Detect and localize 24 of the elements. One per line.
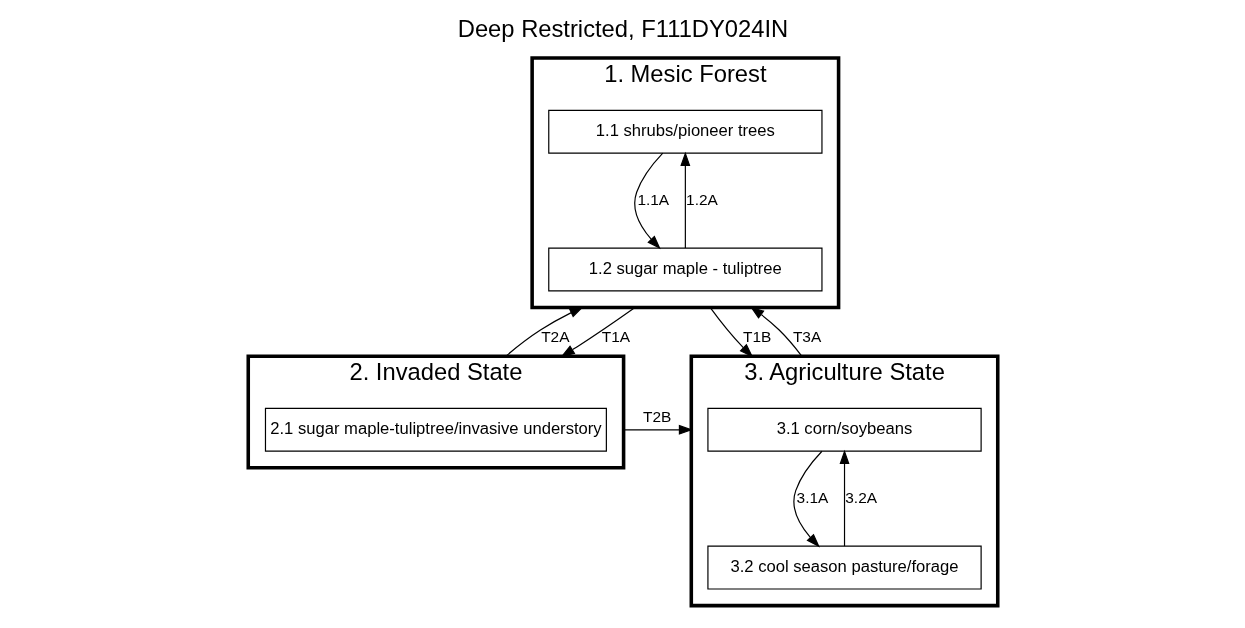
node-box: 1.1 shrubs/pioneer trees — [547, 109, 823, 154]
arrow — [749, 306, 802, 357]
arrow — [622, 424, 693, 435]
arrow — [633, 152, 663, 250]
arrow — [560, 306, 636, 358]
arrow — [504, 306, 584, 357]
arrow — [679, 151, 690, 249]
diagram-title: Deep Restricted, F111DY024IN — [457, 14, 788, 42]
edge-label: T1B — [742, 328, 771, 346]
edge-label: 1.2A — [685, 190, 718, 208]
node-box: 2.1 sugar maple-tuliptree/invasive understory — [264, 407, 607, 452]
edge-label: 3.1A — [796, 488, 828, 506]
edge-label: 1.1A — [636, 190, 669, 208]
edge-label: T1A — [601, 328, 630, 346]
edge-label: 3.2A — [844, 488, 877, 506]
edge-label: T2B — [642, 407, 671, 425]
arrow — [839, 449, 849, 547]
node-box: 1.2 sugar maple - tuliptree — [547, 247, 823, 292]
arrow — [709, 306, 753, 358]
arrow — [792, 450, 823, 548]
node-box: 3.1 corn/soybeans — [706, 407, 982, 452]
edge-label: T2A — [540, 328, 569, 346]
node-box: 3.2 cool season pasture/forage — [706, 545, 982, 590]
edge-label: T3A — [792, 328, 821, 346]
